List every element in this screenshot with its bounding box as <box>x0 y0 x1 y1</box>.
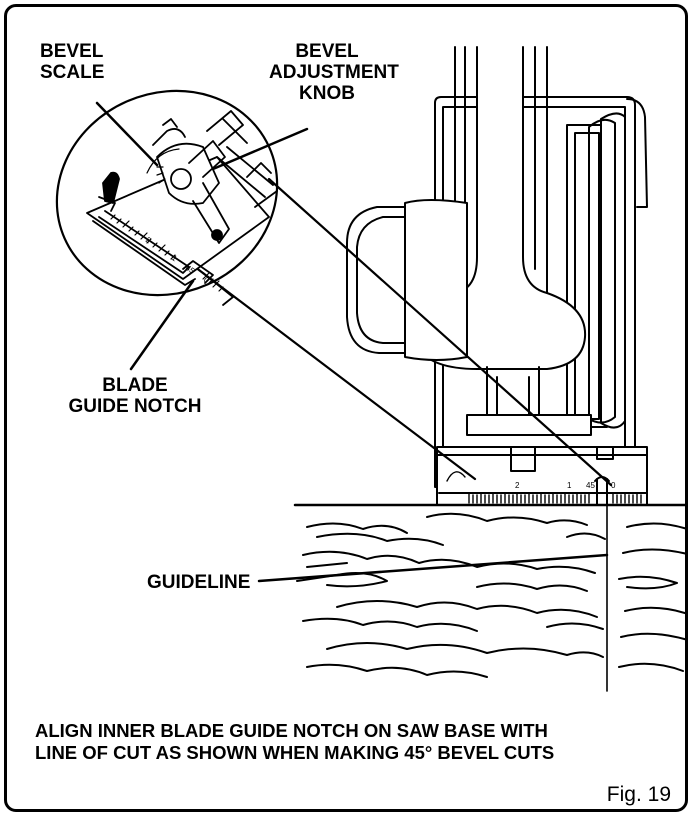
wood-board <box>293 503 685 678</box>
inset-scale-dial <box>146 148 180 174</box>
base-ruler-ticks <box>446 471 642 504</box>
callout-bevel-adjustment-knob: BEVEL ADJUSTMENT KNOB <box>269 41 399 104</box>
inset-scale-2: 2 <box>144 235 153 245</box>
saw-base <box>436 366 648 506</box>
caption-line-1: ALIGN INNER BLADE GUIDE NOTCH ON SAW BAS… <box>35 720 548 741</box>
callout-bevel-scale: BEVEL SCALE <box>40 41 105 83</box>
base-scale-45: 45 <box>586 481 595 490</box>
caption-line-2: LINE OF CUT AS SHOWN WHEN MAKING 45° BEV… <box>35 742 555 763</box>
callout-blade-guide-notch: BLADE GUIDE NOTCH <box>68 375 202 417</box>
callout-guideline: GUIDELINE <box>147 572 251 593</box>
inset-detail <box>86 110 278 306</box>
figure-frame: 2 1 45 0 2 1 45 0 BEVEL SCALE BEVEL ADJU… <box>4 4 688 812</box>
inset-scale-1: 1 <box>170 253 179 263</box>
front-handle <box>346 199 468 361</box>
base-scale-numbers: 2 1 45 0 <box>515 481 616 490</box>
base-scale-1: 1 <box>567 481 572 490</box>
saw-illustration: 2 1 45 0 2 1 45 0 <box>55 46 685 692</box>
callout-leaders <box>95 101 609 583</box>
figure-caption: ALIGN INNER BLADE GUIDE NOTCH ON SAW BAS… <box>35 720 675 764</box>
base-scale-0: 0 <box>611 481 616 490</box>
inset-scale-0: 0 <box>202 275 211 285</box>
saw-blade <box>588 112 626 429</box>
base-scale-2: 2 <box>515 481 520 490</box>
inset-ruler-ticks <box>110 166 224 292</box>
figure-number: Fig. 19 <box>606 783 671 806</box>
